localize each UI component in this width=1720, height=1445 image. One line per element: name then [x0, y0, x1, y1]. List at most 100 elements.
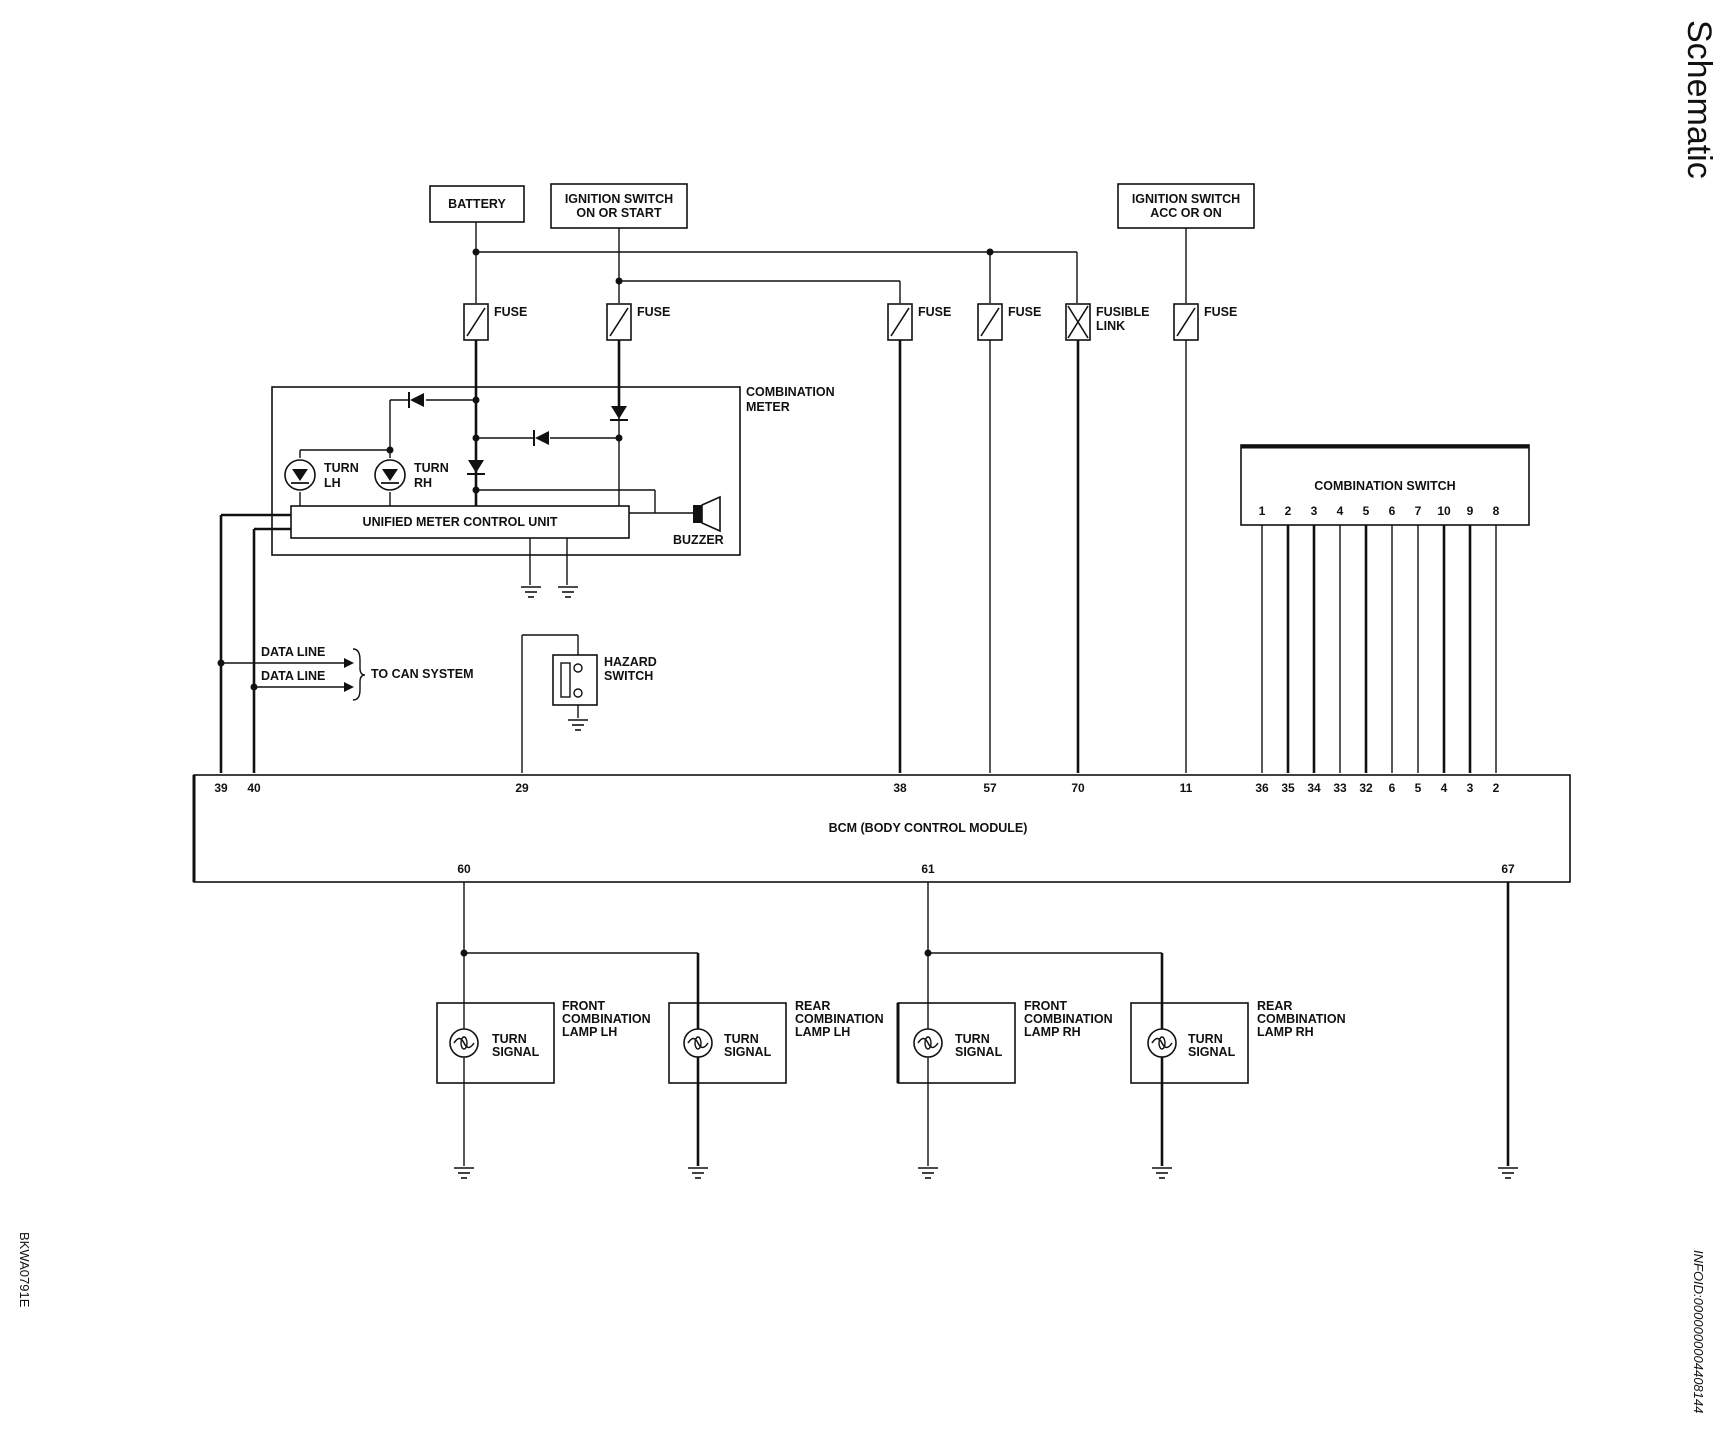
buzzer-icon	[693, 495, 721, 533]
combination-meter-label-2: METER	[746, 400, 790, 414]
turn-rh-indicator-icon	[374, 459, 406, 491]
bcm-bottom-pins: 60 61 67	[457, 862, 1515, 876]
meter-ground-wiring	[529, 538, 568, 585]
unified-meter-control-unit	[290, 505, 630, 539]
lamp-front-rh-name-3: LAMP RH	[1024, 1025, 1081, 1039]
diode-battery-icon	[467, 460, 485, 475]
figure-code: BKWA0791E	[17, 1232, 32, 1308]
bcm-pin-2: 2	[1493, 781, 1500, 795]
info-id: INFOID:0000000004408144	[1691, 1250, 1706, 1413]
page-title: Schematic	[1680, 20, 1718, 179]
combination-switch-pin-6: 6	[1389, 504, 1396, 518]
diode-top-icon	[408, 392, 424, 408]
bcm-pin-4: 4	[1441, 781, 1448, 795]
hazard-switch-label-1: HAZARD	[604, 655, 657, 669]
fuse-acc-icon	[1173, 303, 1199, 341]
bcm-pin-35: 35	[1281, 781, 1295, 795]
bcm-pin-57: 57	[983, 781, 997, 795]
fuse-label-5: FUSE	[1204, 305, 1237, 319]
combination-switch-label: COMBINATION SWITCH	[1314, 479, 1455, 493]
fuse-to-bcm-wiring	[898, 340, 1187, 773]
fusible-link-label-1: FUSIBLE	[1096, 305, 1149, 319]
ground-meter-1-icon	[520, 586, 542, 598]
hazard-switch-label-2: SWITCH	[604, 669, 653, 683]
turn-lh-label-1: TURN	[324, 461, 359, 475]
bcm-pin-3: 3	[1467, 781, 1474, 795]
bcm-pin-34: 34	[1307, 781, 1321, 795]
data-line-label-1: DATA LINE	[261, 645, 325, 659]
meter-internal-wiring	[299, 340, 693, 514]
ignition-on-start-box	[550, 183, 688, 229]
ground-bcm-icon	[1497, 1167, 1519, 1179]
ignition-acc-on-label-1: IGNITION SWITCH	[1132, 192, 1240, 206]
combination-switch-pin-10: 10	[1437, 504, 1451, 518]
bcm-pin-38: 38	[893, 781, 907, 795]
unified-meter-control-unit-label: UNIFIED METER CONTROL UNIT	[363, 515, 558, 529]
bcm-pin-40: 40	[247, 781, 261, 795]
ignition-on-start-label-1: IGNITION SWITCH	[565, 192, 673, 206]
lamp-rear-rh-name-2: COMBINATION	[1257, 1012, 1346, 1026]
combination-switch-wiring	[1261, 525, 1497, 773]
data-line-label-2: DATA LINE	[261, 669, 325, 683]
lamp-rear-lh-name-3: LAMP LH	[795, 1025, 850, 1039]
lamp-rear-rh-name-1: REAR	[1257, 999, 1292, 1013]
fuse-38-icon	[887, 303, 913, 341]
combination-switch-box	[1240, 444, 1530, 526]
fuse-label-4: FUSE	[1008, 305, 1041, 319]
fusible-link-label-2: LINK	[1096, 319, 1125, 333]
turn-lh-indicator-icon	[284, 459, 316, 491]
can-wiring	[217, 513, 366, 773]
turn-rh-label-1: TURN	[414, 461, 449, 475]
ignition-acc-on-label-2: ACC OR ON	[1150, 206, 1222, 220]
bcm-pin-67: 67	[1501, 862, 1515, 876]
bcm-pin-61: 61	[921, 862, 935, 876]
lamp-rear-lh-signal-1: TURN	[724, 1032, 759, 1046]
hazard-switch-wiring	[521, 634, 579, 773]
fuse-battery-icon	[463, 303, 489, 341]
buzzer-label: BUZZER	[673, 533, 724, 547]
ground-hazard-icon	[567, 719, 589, 731]
bcm-pin-33: 33	[1333, 781, 1347, 795]
lamp-rear-lh-name-2: COMBINATION	[795, 1012, 884, 1026]
fuse-57-icon	[977, 303, 1003, 341]
bcm-pin-60: 60	[457, 862, 471, 876]
ground-rear-lh-icon	[687, 1167, 709, 1179]
can-system-label: TO CAN SYSTEM	[371, 667, 474, 681]
lamp-rear-lh-name-1: REAR	[795, 999, 830, 1013]
lamp-front-rh-signal-1: TURN	[955, 1032, 990, 1046]
diode-mid-icon	[533, 430, 549, 446]
bcm-pin-36: 36	[1255, 781, 1269, 795]
lamp-rear-rh-icon	[1147, 1028, 1177, 1058]
ground-front-rh-icon	[917, 1167, 939, 1179]
combination-switch-pin-2: 2	[1285, 504, 1292, 518]
battery-box	[429, 185, 525, 223]
fuse-label-1: FUSE	[494, 305, 527, 319]
combination-switch-pin-8: 8	[1493, 504, 1500, 518]
bcm-pin-6: 6	[1389, 781, 1396, 795]
combination-switch-pin-1: 1	[1259, 504, 1266, 518]
combination-switch-pin-4: 4	[1337, 504, 1344, 518]
lamp-front-lh-signal-1: TURN	[492, 1032, 527, 1046]
lamp-rear-rh-signal-1: TURN	[1188, 1032, 1223, 1046]
bcm-box	[193, 774, 1571, 883]
bcm-label: BCM (BODY CONTROL MODULE)	[829, 821, 1028, 835]
lamp-rear-lh-signal-2: SIGNAL	[724, 1045, 772, 1059]
lamp-front-rh-name-1: FRONT	[1024, 999, 1067, 1013]
lamp-rear-rh-name-3: LAMP RH	[1257, 1025, 1314, 1039]
bcm-pin-29: 29	[515, 781, 529, 795]
combination-meter-label-1: COMBINATION	[746, 385, 835, 399]
bcm-pin-5: 5	[1415, 781, 1422, 795]
combination-switch-pin-3: 3	[1311, 504, 1318, 518]
bcm-pin-11: 11	[1180, 781, 1193, 795]
fuse-label-3: FUSE	[918, 305, 951, 319]
bcm-pin-32: 32	[1359, 781, 1373, 795]
lamp-front-lh-name-3: LAMP LH	[562, 1025, 617, 1039]
lamp-front-rh-name-2: COMBINATION	[1024, 1012, 1113, 1026]
lamp-rear-lh-icon	[683, 1028, 713, 1058]
lamp-front-rh-signal-2: SIGNAL	[955, 1045, 1003, 1059]
combination-switch-pin-9: 9	[1467, 504, 1474, 518]
battery-label: BATTERY	[448, 197, 506, 211]
lamp-front-lh-name-2: COMBINATION	[562, 1012, 651, 1026]
